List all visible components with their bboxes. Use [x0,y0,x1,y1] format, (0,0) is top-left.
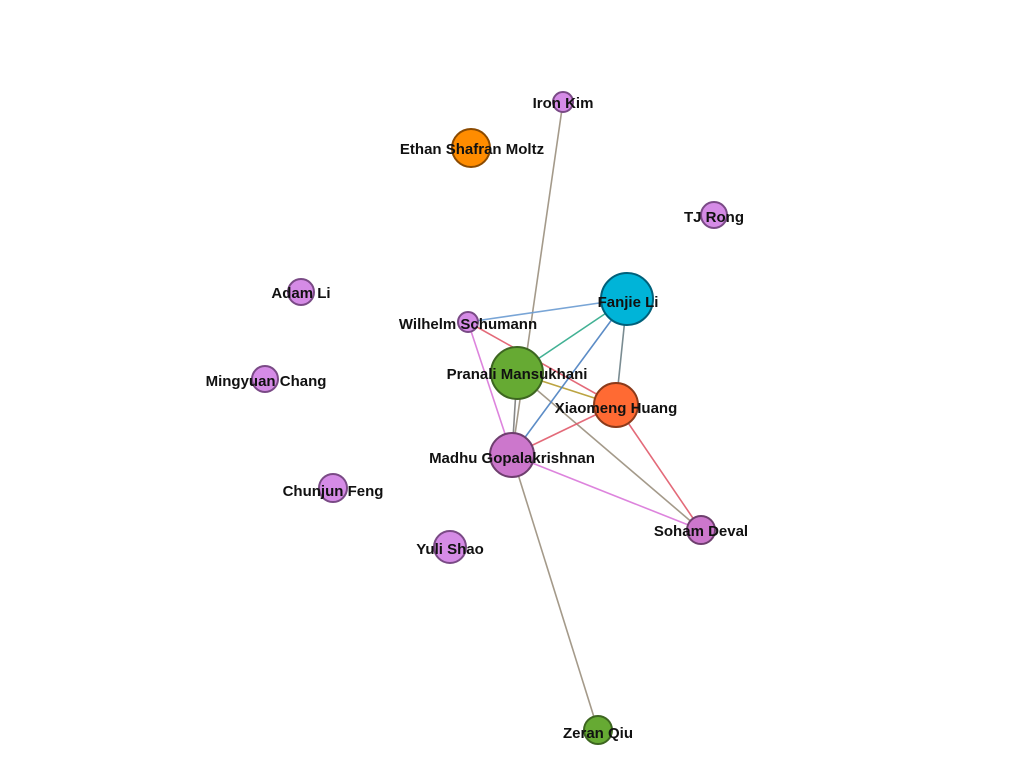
node-pranali-mansukhani[interactable] [490,346,544,400]
node-label-chunjun-feng: Chunjun Feng [283,483,384,500]
node-madhu-gopalakrishnan[interactable] [489,432,535,478]
node-label-xiaomeng-huang: Xiaomeng Huang [555,400,678,417]
node-label-ethan-shafran-moltz: Ethan Shafran Moltz [400,141,544,158]
edge-madhu-gopalakrishnan-soham-deval [511,454,702,531]
edge-wilhelm-schumann-madhu-gopalakrishnan [467,321,513,456]
node-label-iron-kim: Iron Kim [533,95,594,112]
node-label-pranali-mansukhani: Pranali Mansukhani [447,366,588,383]
node-label-wilhelm-schumann: Wilhelm Schumann [399,316,537,333]
node-label-madhu-gopalakrishnan: Madhu Gopalakrishnan [429,450,595,467]
node-label-yuli-shao: Yuli Shao [416,541,484,558]
node-label-adam-li: Adam Li [271,285,330,302]
edge-madhu-gopalakrishnan-fanjie-li [511,298,628,456]
node-chunjun-feng[interactable] [318,473,348,503]
node-tj-rong[interactable] [700,201,728,229]
node-label-fanjie-li: Fanjie Li [598,294,659,311]
node-fanjie-li[interactable] [600,272,654,326]
node-label-zeran-qiu: Zeran Qiu [563,725,633,742]
node-mingyuan-chang[interactable] [251,365,279,393]
node-adam-li[interactable] [287,278,315,306]
node-label-mingyuan-chang: Mingyuan Chang [206,373,327,390]
nodes-layer [251,91,728,745]
node-wilhelm-schumann[interactable] [457,311,479,333]
edge-pranali-mansukhani-soham-deval [516,372,702,531]
node-ethan-shafran-moltz[interactable] [451,128,491,168]
edge-xiaomeng-huang-soham-deval [615,404,702,531]
node-xiaomeng-huang[interactable] [593,382,639,428]
node-iron-kim[interactable] [552,91,574,113]
node-zeran-qiu[interactable] [583,715,613,745]
node-label-soham-deval: Soham Deval [654,523,748,540]
node-soham-deval[interactable] [686,515,716,545]
node-yuli-shao[interactable] [433,530,467,564]
node-label-tj-rong: TJ Rong [684,209,744,226]
edge-madhu-gopalakrishnan-zeran-qiu [511,454,599,731]
